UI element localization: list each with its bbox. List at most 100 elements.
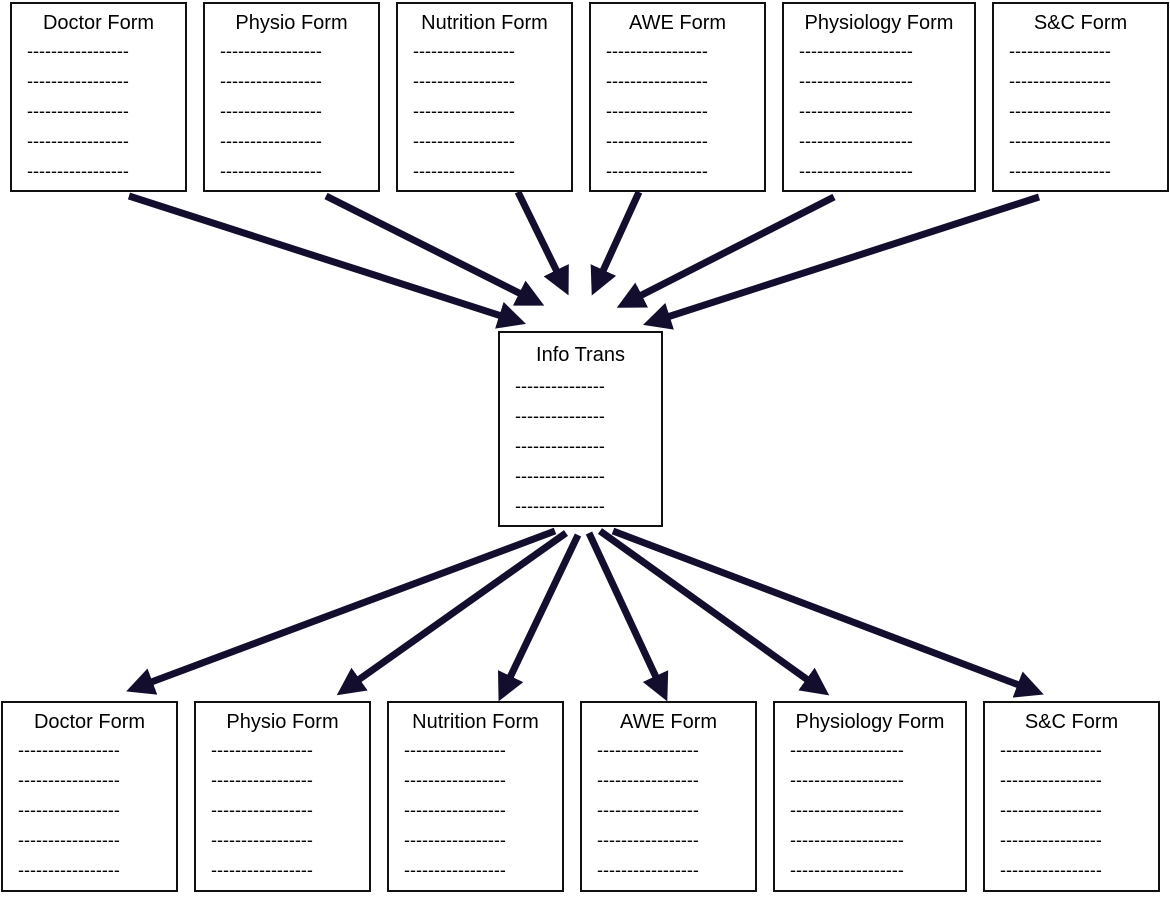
- form-line: -----------------: [1000, 800, 1102, 820]
- form-line: -------------------: [790, 860, 904, 880]
- form-title: Nutrition Form: [412, 711, 539, 733]
- form-line: -----------------: [404, 800, 506, 820]
- form-title: Doctor Form: [42, 12, 155, 34]
- form-line: -----------------: [1000, 770, 1102, 790]
- form-line: -----------------: [606, 71, 708, 91]
- form-line: -----------------: [606, 101, 708, 121]
- form-line: -----------------: [1009, 131, 1111, 151]
- arrow-info-to-nutrition: [498, 533, 582, 702]
- form-title: Physiology Form: [804, 12, 954, 34]
- form-line: ---------------: [515, 496, 605, 516]
- bottom-form-awe: AWE Form ----------------- -------------…: [580, 701, 757, 892]
- top-form-nutrition: Nutrition Form ----------------- -------…: [396, 2, 573, 192]
- top-form-physio: Physio Form ----------------- ----------…: [203, 2, 380, 192]
- form-line: -----------------: [18, 830, 120, 850]
- bottom-form-physiology: Physiology Form ------------------- ----…: [773, 701, 967, 892]
- form-line: -----------------: [1000, 860, 1102, 880]
- arrow-info-to-awe: [585, 531, 669, 702]
- form-line: -----------------: [220, 41, 322, 61]
- form-line: -----------------: [18, 800, 120, 820]
- form-line: -------------------: [799, 41, 913, 61]
- form-line: -----------------: [211, 860, 313, 880]
- arrow-nutrition-to-info: [514, 190, 569, 296]
- arrow-info-to-doctor: [126, 527, 557, 695]
- form-line: -----------------: [18, 860, 120, 880]
- bottom-form-physio: Physio Form ----------------- ----------…: [194, 701, 371, 892]
- form-line: -------------------: [799, 71, 913, 91]
- form-line: ---------------: [515, 376, 605, 396]
- form-line: -------------------: [799, 101, 913, 121]
- top-form-doctor: Doctor Form ----------------- ----------…: [10, 2, 187, 192]
- form-line: -----------------: [27, 161, 129, 181]
- form-line: -----------------: [606, 131, 708, 151]
- arrow-info-to-physiology: [597, 528, 830, 696]
- form-line: -----------------: [1000, 830, 1102, 850]
- form-line: -----------------: [211, 830, 313, 850]
- form-line: -----------------: [413, 131, 515, 151]
- top-form-sc: S&C Form ----------------- -------------…: [992, 2, 1169, 192]
- info-trans-box: Info Trans --------------- -------------…: [498, 331, 663, 527]
- form-line: -----------------: [27, 101, 129, 121]
- form-title: Nutrition Form: [421, 12, 548, 34]
- form-line: -----------------: [27, 71, 129, 91]
- form-line: -----------------: [597, 740, 699, 760]
- form-line: -----------------: [220, 101, 322, 121]
- form-line: -----------------: [27, 131, 129, 151]
- form-line: -----------------: [1009, 161, 1111, 181]
- form-line: -------------------: [790, 800, 904, 820]
- form-line: -----------------: [1009, 101, 1111, 121]
- form-line: -----------------: [597, 860, 699, 880]
- form-line: -------------------: [790, 740, 904, 760]
- form-line: -----------------: [597, 770, 699, 790]
- form-title: S&C Form: [1024, 711, 1119, 733]
- form-line: -----------------: [18, 770, 120, 790]
- arrow-awe-to-info: [590, 190, 643, 296]
- top-form-physiology: Physiology Form ------------------- ----…: [782, 2, 976, 192]
- form-line: -------------------: [790, 830, 904, 850]
- form-line: -------------------: [799, 131, 913, 151]
- form-title: AWE Form: [628, 12, 727, 34]
- arrow-physiology-to-info: [616, 193, 836, 308]
- arrow-info-to-sc: [611, 527, 1044, 698]
- form-title: Physio Form: [235, 12, 348, 34]
- form-line: -----------------: [413, 161, 515, 181]
- form-line: -----------------: [404, 860, 506, 880]
- form-title: AWE Form: [619, 711, 718, 733]
- form-line: -------------------: [799, 161, 913, 181]
- form-line: -----------------: [220, 131, 322, 151]
- arrow-physio-to-info: [324, 192, 545, 306]
- form-title: Physio Form: [226, 711, 339, 733]
- form-line: -----------------: [404, 770, 506, 790]
- form-line: ---------------: [515, 406, 605, 426]
- form-line: -----------------: [211, 740, 313, 760]
- form-title: Doctor Form: [33, 711, 146, 733]
- form-line: -----------------: [211, 770, 313, 790]
- arrow-info-to-physio: [336, 530, 569, 696]
- arrow-doctor-to-info: [127, 192, 526, 329]
- form-line: -----------------: [211, 800, 313, 820]
- form-line: ---------------: [515, 436, 605, 456]
- form-line: -----------------: [27, 41, 129, 61]
- form-line: -----------------: [597, 830, 699, 850]
- form-line: -----------------: [606, 41, 708, 61]
- form-line: -----------------: [18, 740, 120, 760]
- form-line: -----------------: [220, 161, 322, 181]
- arrow-sc-to-info: [643, 193, 1041, 330]
- bottom-form-sc: S&C Form ----------------- -------------…: [983, 701, 1160, 892]
- bottom-form-nutrition: Nutrition Form ----------------- -------…: [387, 701, 564, 892]
- form-line: -----------------: [597, 800, 699, 820]
- form-line: ---------------: [515, 466, 605, 486]
- form-line: -----------------: [1009, 71, 1111, 91]
- form-line: -----------------: [404, 830, 506, 850]
- form-line: -----------------: [413, 41, 515, 61]
- form-line: -----------------: [1009, 41, 1111, 61]
- form-line: -------------------: [790, 770, 904, 790]
- form-line: -----------------: [413, 71, 515, 91]
- form-line: -----------------: [404, 740, 506, 760]
- form-line: -----------------: [1000, 740, 1102, 760]
- form-title: Physiology Form: [795, 711, 945, 733]
- form-title: S&C Form: [1033, 12, 1128, 34]
- info-trans-title: Info Trans: [536, 344, 625, 366]
- form-line: -----------------: [220, 71, 322, 91]
- form-line: -----------------: [413, 101, 515, 121]
